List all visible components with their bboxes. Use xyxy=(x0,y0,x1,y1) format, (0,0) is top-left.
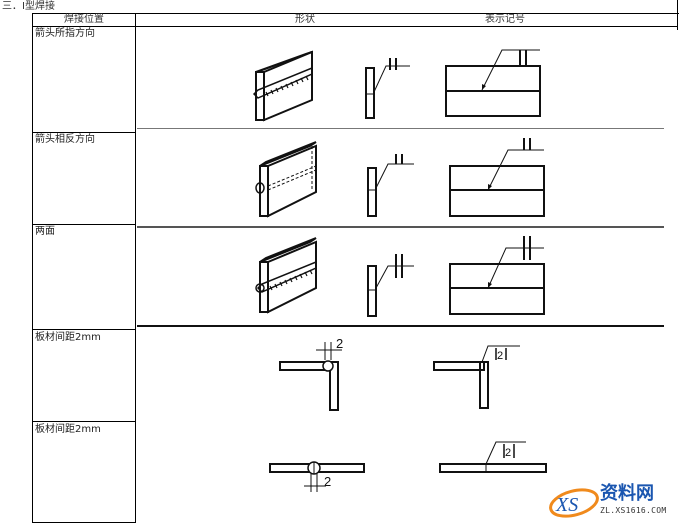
header-bottom-rule xyxy=(32,26,678,27)
weld-symbol-arrow-side xyxy=(445,49,541,117)
table-col-divider xyxy=(135,13,136,523)
weld-shape-gap-corner: 2 xyxy=(279,336,343,411)
weld-symbol-gap-corner: 2 xyxy=(433,345,520,409)
weld-symbol-gap-butt: 2 xyxy=(439,441,547,473)
svg-text:2: 2 xyxy=(505,447,511,459)
weld-shape-other-side-illustration xyxy=(255,141,317,218)
weld-symbol-both-sides xyxy=(449,236,545,315)
image-divider xyxy=(137,325,664,327)
table-left-border xyxy=(32,13,33,523)
header-symbol: 表示记号 xyxy=(485,14,525,25)
weld-section-arrow-side xyxy=(365,58,410,119)
top-rule xyxy=(32,13,679,14)
watermark-url: ZL.XS1616.COM xyxy=(600,506,667,515)
row-label-gap-corner: 板材间距2mm xyxy=(35,332,101,343)
weld-shape-gap-butt: 2 xyxy=(269,461,365,492)
svg-text:2: 2 xyxy=(497,350,503,362)
header-position: 焊接位置 xyxy=(64,14,104,25)
table-right-border xyxy=(677,0,678,30)
weld-shape-both-sides-illustration xyxy=(255,237,317,314)
weld-symbol-other-side xyxy=(449,138,545,217)
watermark-brand: 资料网 xyxy=(600,483,654,504)
svg-text:2: 2 xyxy=(324,474,331,489)
row-label-other-side: 箭头相反方向 xyxy=(35,134,95,145)
row-label-gap-butt: 板材间距2mm xyxy=(35,424,101,435)
row-divider xyxy=(32,421,136,422)
xs-logo-icon: XS xyxy=(549,488,599,518)
row-divider xyxy=(32,224,136,225)
weld-shape-arrow-side-illustration xyxy=(252,50,313,122)
row-divider xyxy=(32,132,136,133)
image-divider xyxy=(137,128,664,129)
svg-text:XS: XS xyxy=(555,494,578,516)
svg-text:2: 2 xyxy=(336,336,343,351)
row-label-both-sides: 两面 xyxy=(35,226,55,237)
header-shape: 形状 xyxy=(295,14,315,25)
weld-section-other-side xyxy=(367,154,414,217)
section-title: 三．I型焊接 xyxy=(2,1,55,12)
row-divider xyxy=(32,329,136,330)
weld-section-both-sides xyxy=(367,254,414,317)
row-label-arrow-side: 箭头所指方向 xyxy=(35,28,95,39)
watermark: XS 资料网 ZL.XS1616.COM xyxy=(548,484,676,524)
table-bottom-rule xyxy=(32,522,136,523)
image-divider xyxy=(137,226,664,228)
